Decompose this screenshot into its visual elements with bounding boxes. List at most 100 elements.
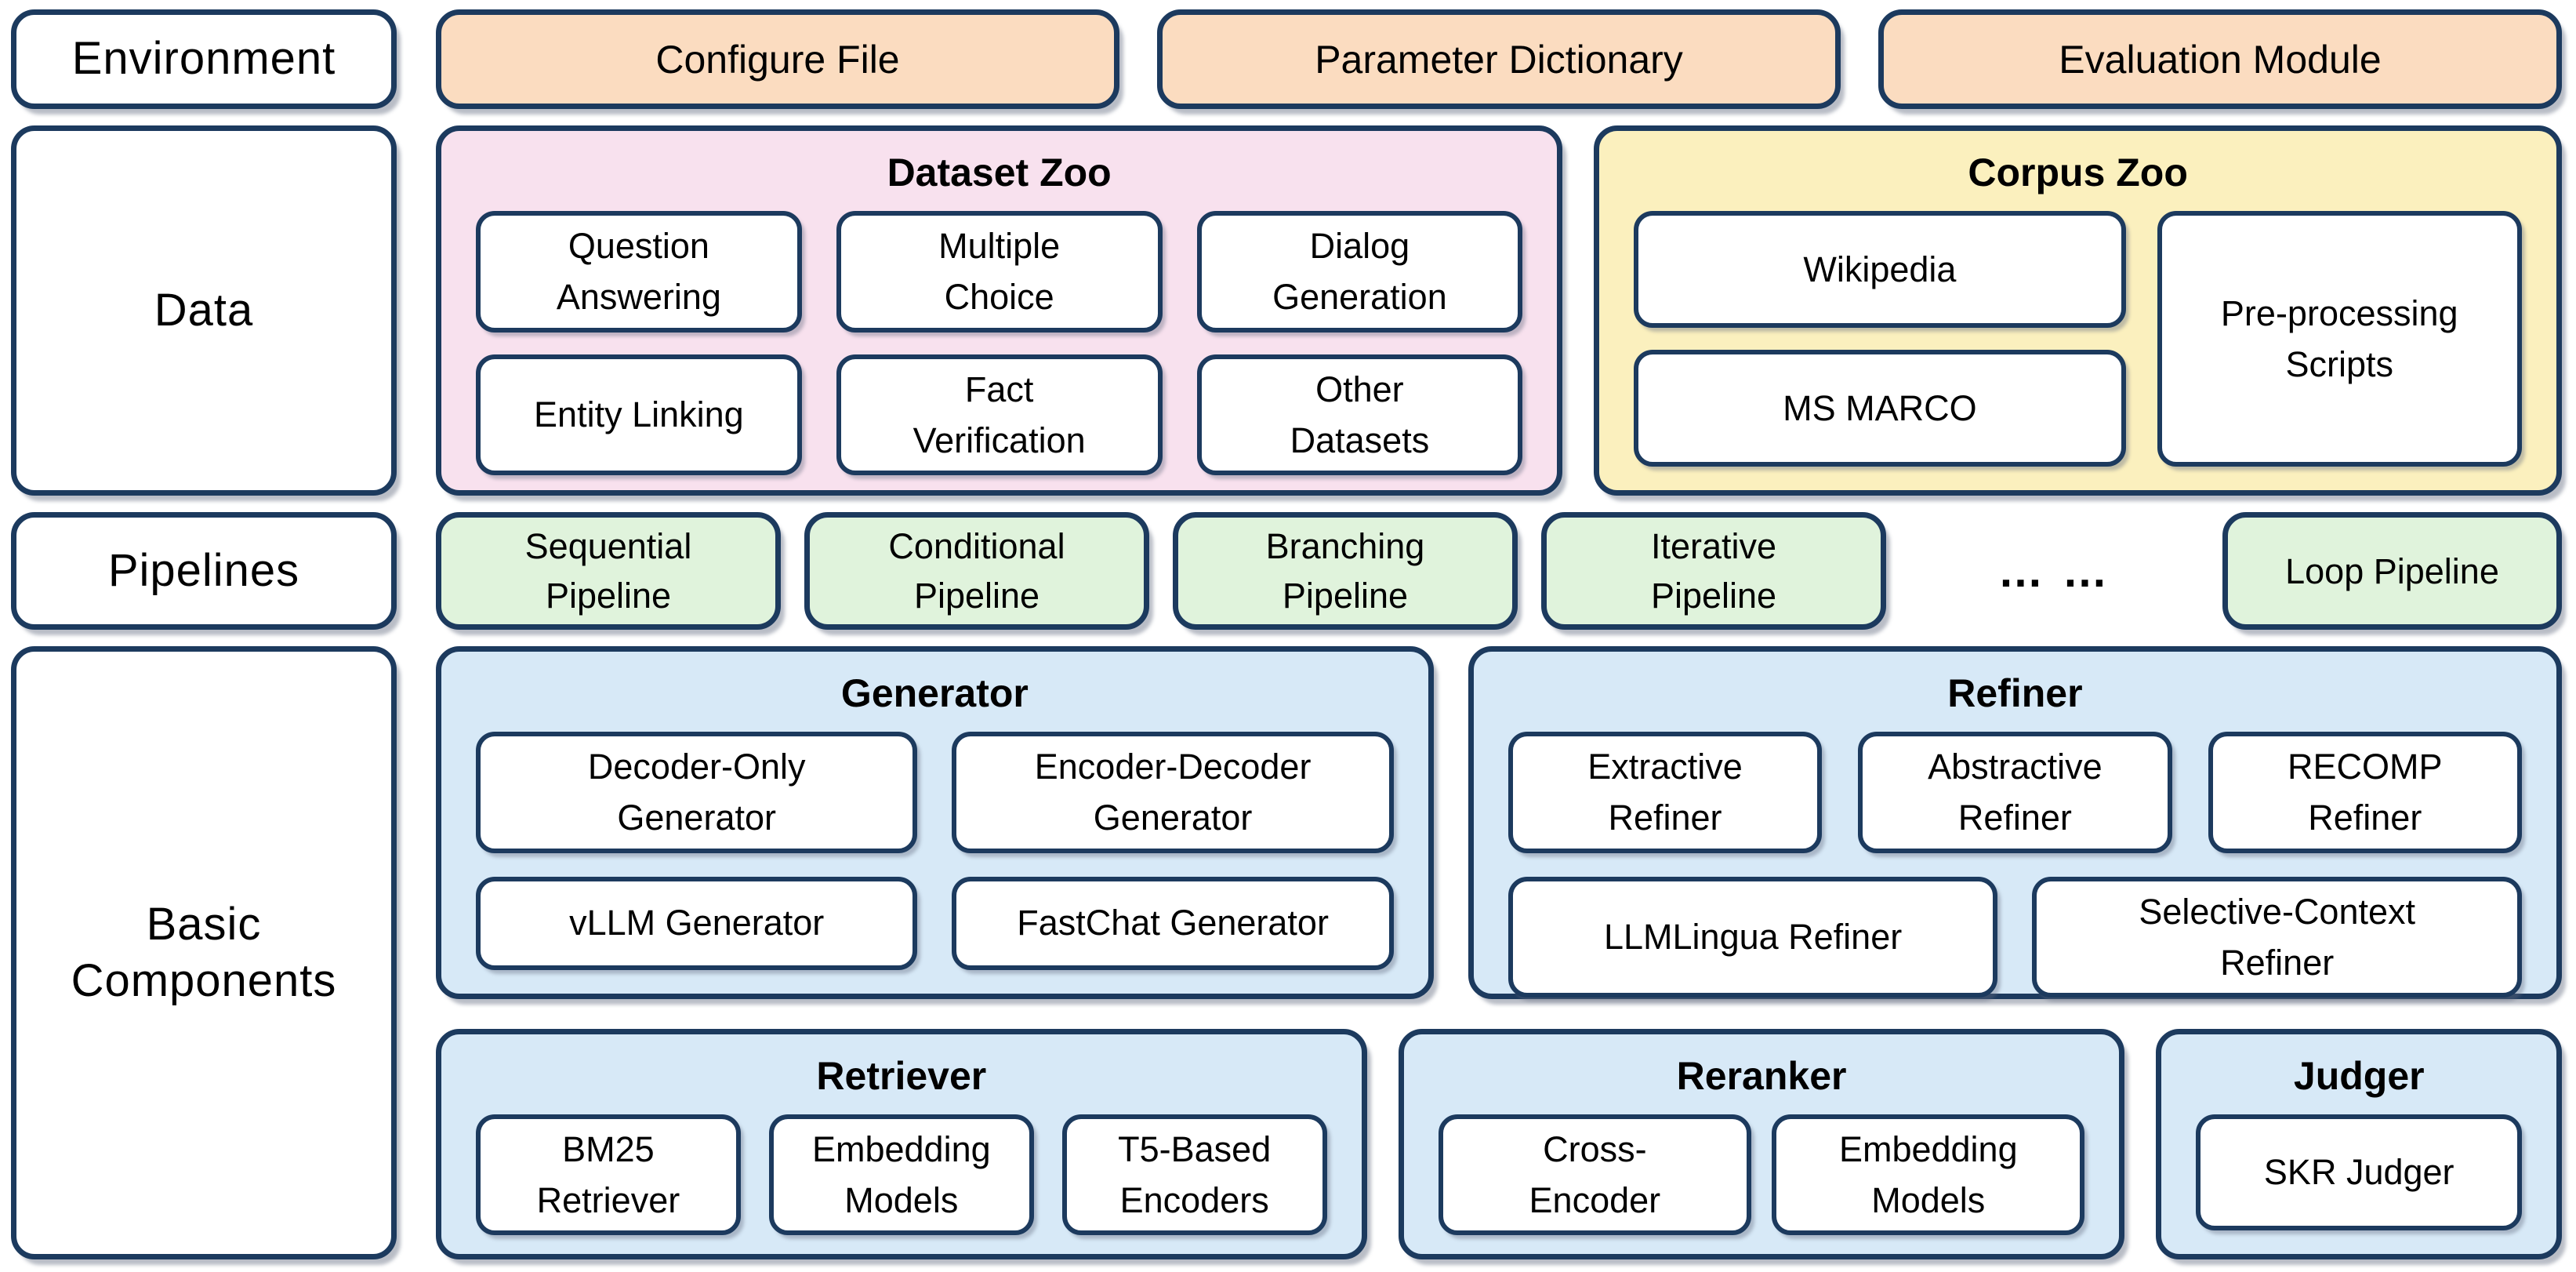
generator-zone: Generator Decoder-Only Generator Encoder… xyxy=(436,646,1434,999)
evaluation-module-label: Evaluation Module xyxy=(2059,37,2382,82)
abstractive-refiner-box: Abstractive Refiner xyxy=(1858,732,2172,853)
preprocessing-scripts-box: Pre-processing Scripts xyxy=(2157,211,2522,467)
iterative-pipeline-box: Iterative Pipeline xyxy=(1541,512,1886,630)
selective-context-refiner-box: Selective-Context Refiner xyxy=(2032,876,2522,998)
other-datasets-box: Other Datasets xyxy=(1196,354,1523,475)
retriever-title: Retriever xyxy=(816,1053,987,1098)
data-label-box: Data xyxy=(11,125,397,496)
refiner-bottom-row: LLMLingua Refiner Selective-Context Refi… xyxy=(1508,876,2522,998)
environment-label-column: Environment xyxy=(11,9,397,109)
corpus-zoo-body: Wikipedia MS MARCO Pre-processing Script… xyxy=(1634,211,2522,467)
ms-marco-label: MS MARCO xyxy=(1783,387,1977,428)
refiner-body: Extractive Refiner Abstractive Refiner R… xyxy=(1508,732,2522,998)
corpus-zoo-side: Pre-processing Scripts xyxy=(2157,211,2522,467)
multiple-choice-label: Multiple Choice xyxy=(938,226,1061,318)
other-datasets-label: Other Datasets xyxy=(1290,369,1430,460)
encoder-decoder-generator-box: Encoder-Decoder Generator xyxy=(952,732,1394,853)
preprocessing-scripts-label: Pre-processing Scripts xyxy=(2220,293,2458,384)
dialog-generation-label: Dialog Generation xyxy=(1272,226,1447,318)
fact-verification-label: Fact Verification xyxy=(912,369,1086,460)
dataset-zoo-title: Dataset Zoo xyxy=(887,151,1112,194)
vllm-generator-box: vLLM Generator xyxy=(476,876,918,970)
data-label-column: Data xyxy=(11,125,397,496)
refiner-top-row: Extractive Refiner Abstractive Refiner R… xyxy=(1508,732,2522,853)
pipelines-label-box: Pipelines xyxy=(11,512,397,630)
reranker-grid: Cross- Encoder Embedding Models xyxy=(1438,1114,2085,1235)
environment-label-box: Environment xyxy=(11,9,397,109)
llmlingua-refiner-box: LLMLingua Refiner xyxy=(1508,876,1998,998)
more-pipelines-ellipsis: … … xyxy=(1997,545,2111,597)
data-zones: Dataset Zoo Question Answering Multiple … xyxy=(436,125,2562,496)
entity-linking-box: Entity Linking xyxy=(476,354,802,475)
parameter-dictionary-box: Parameter Dictionary xyxy=(1157,9,1841,109)
loop-pipeline-box: Loop Pipeline xyxy=(2222,512,2562,630)
dataset-zoo-grid: Question Answering Multiple Choice Dialo… xyxy=(476,211,1523,475)
t5-based-encoders-label: T5-Based Encoders xyxy=(1118,1128,1272,1220)
retriever-embedding-models-box: Embedding Models xyxy=(768,1114,1034,1235)
retriever-embedding-models-label: Embedding Models xyxy=(811,1128,991,1220)
pipelines-label-column: Pipelines xyxy=(11,512,397,630)
reranker-zone: Reranker Cross- Encoder Embedding Models xyxy=(1398,1028,2125,1259)
configure-file-box: Configure File xyxy=(436,9,1119,109)
corpus-zoo-zone: Corpus Zoo Wikipedia MS MARCO Pre-proces… xyxy=(1594,125,2562,496)
multiple-choice-box: Multiple Choice xyxy=(836,211,1163,333)
dialog-generation-box: Dialog Generation xyxy=(1196,211,1523,333)
vllm-generator-label: vLLM Generator xyxy=(569,903,825,943)
conditional-pipeline-box: Conditional Pipeline xyxy=(804,512,1149,630)
components-lower-row: Retriever BM25 Retriever Embedding Model… xyxy=(436,1028,2562,1259)
reranker-embedding-models-box: Embedding Models xyxy=(1772,1114,2085,1235)
refiner-zone: Refiner Extractive Refiner Abstractive R… xyxy=(1468,646,2562,999)
pipelines-row: Pipelines Sequential Pipeline Conditiona… xyxy=(11,512,2562,630)
corpus-zoo-stack: Wikipedia MS MARCO xyxy=(1634,211,2126,467)
decoder-only-generator-label: Decoder-Only Generator xyxy=(587,747,806,838)
conditional-pipeline-label: Conditional Pipeline xyxy=(888,526,1065,616)
basic-components-label-box: Basic Components xyxy=(11,646,397,1259)
recomp-refiner-label: RECOMP Refiner xyxy=(2288,747,2443,838)
encoder-decoder-generator-label: Encoder-Decoder Generator xyxy=(1034,747,1312,838)
corpus-zoo-title: Corpus Zoo xyxy=(1968,151,2188,194)
environment-row: Environment Configure File Parameter Dic… xyxy=(11,9,2562,109)
retriever-zone: Retriever BM25 Retriever Embedding Model… xyxy=(436,1028,1367,1259)
basic-components-label-column: Basic Components xyxy=(11,646,397,1259)
skr-judger-label: SKR Judger xyxy=(2263,1152,2454,1193)
parameter-dictionary-label: Parameter Dictionary xyxy=(1315,37,1683,82)
sequential-pipeline-label: Sequential Pipeline xyxy=(524,526,692,616)
basic-components-row: Basic Components Generator Decoder-Only … xyxy=(11,646,2562,1259)
pipeline-items: Sequential Pipeline Conditional Pipeline… xyxy=(436,512,2562,630)
bm25-retriever-box: BM25 Retriever xyxy=(476,1114,741,1235)
decoder-only-generator-box: Decoder-Only Generator xyxy=(476,732,918,853)
wikipedia-box: Wikipedia xyxy=(1634,211,2126,328)
selective-context-refiner-label: Selective-Context Refiner xyxy=(2139,891,2416,983)
llmlingua-refiner-label: LLMLingua Refiner xyxy=(1603,917,1903,958)
fastchat-generator-label: FastChat Generator xyxy=(1017,903,1329,943)
question-answering-box: Question Answering xyxy=(476,211,802,333)
cross-encoder-box: Cross- Encoder xyxy=(1438,1114,1752,1235)
sequential-pipeline-box: Sequential Pipeline xyxy=(436,512,781,630)
retriever-grid: BM25 Retriever Embedding Models T5-Based… xyxy=(476,1114,1327,1235)
basic-components-zones: Generator Decoder-Only Generator Encoder… xyxy=(436,646,2562,1259)
generator-grid: Decoder-Only Generator Encoder-Decoder G… xyxy=(476,732,1394,970)
environment-label: Environment xyxy=(71,33,336,85)
basic-components-label: Basic Components xyxy=(71,898,337,1007)
reranker-embedding-models-label: Embedding Models xyxy=(1838,1128,2018,1220)
bm25-retriever-label: BM25 Retriever xyxy=(536,1128,680,1220)
data-row: Data Dataset Zoo Question Answering Mult… xyxy=(11,125,2562,496)
fact-verification-box: Fact Verification xyxy=(836,354,1163,475)
ms-marco-box: MS MARCO xyxy=(1634,350,2126,467)
skr-judger-box: SKR Judger xyxy=(2196,1114,2522,1230)
fastchat-generator-box: FastChat Generator xyxy=(952,876,1394,970)
judger-zone: Judger SKR Judger xyxy=(2156,1028,2562,1259)
components-upper-row: Generator Decoder-Only Generator Encoder… xyxy=(436,646,2562,999)
recomp-refiner-box: RECOMP Refiner xyxy=(2208,732,2522,853)
judger-title: Judger xyxy=(2293,1053,2425,1098)
extractive-refiner-label: Extractive Refiner xyxy=(1587,747,1743,838)
generator-title: Generator xyxy=(840,671,1029,715)
question-answering-label: Question Answering xyxy=(556,226,721,318)
extractive-refiner-box: Extractive Refiner xyxy=(1508,732,1823,853)
cross-encoder-label: Cross- Encoder xyxy=(1529,1128,1661,1220)
branching-pipeline-box: Branching Pipeline xyxy=(1173,512,1518,630)
pipelines-label: Pipelines xyxy=(107,544,300,596)
dataset-zoo-zone: Dataset Zoo Question Answering Multiple … xyxy=(436,125,1563,496)
data-label: Data xyxy=(154,284,254,336)
